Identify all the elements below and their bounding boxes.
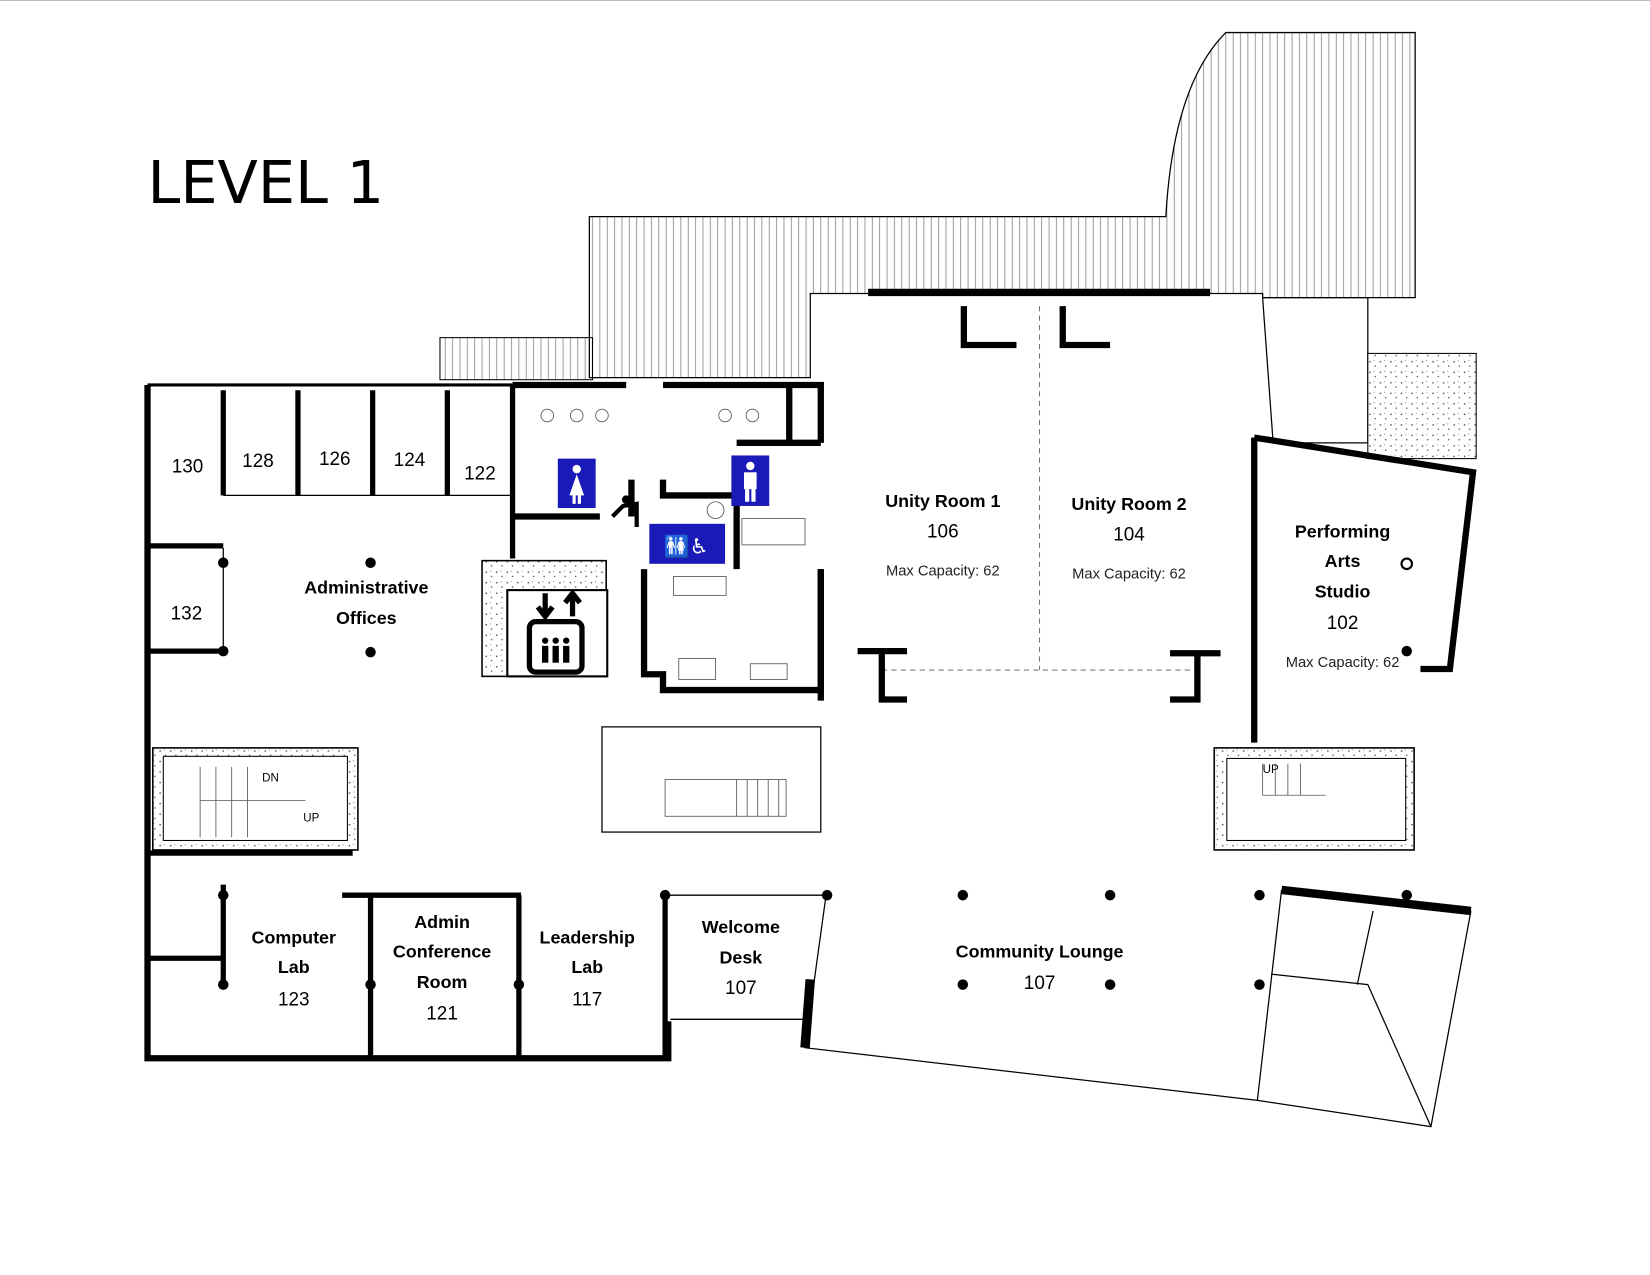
svg-text:🚻♿: 🚻♿ xyxy=(664,533,709,558)
room-126[interactable]: 126 xyxy=(319,449,351,470)
room-124[interactable]: 124 xyxy=(394,450,426,471)
room-admin-conference[interactable]: Admin Conference Room 121 xyxy=(393,912,491,1025)
womens-restroom-icon xyxy=(557,458,596,509)
room-capacity: Max Capacity: 62 xyxy=(1072,567,1186,583)
room-community-lounge[interactable]: Community Lounge 107 xyxy=(956,941,1124,994)
room-name: Lab xyxy=(571,957,603,977)
room-name: Admin xyxy=(414,912,470,932)
room-number: 126 xyxy=(319,449,351,470)
elevator-icon xyxy=(526,588,585,675)
room-name: Conference xyxy=(393,941,491,961)
room-name: Community Lounge xyxy=(956,941,1124,961)
room-unity-1[interactable]: Unity Room 1 106 Max Capacity: 62 xyxy=(885,491,1000,579)
room-name: Computer xyxy=(252,928,336,948)
room-name: Leadership xyxy=(540,928,635,948)
room-name: Desk xyxy=(719,948,762,968)
exterior-deck xyxy=(588,31,1416,379)
room-132[interactable]: 132 xyxy=(171,604,203,625)
room-welcome-desk[interactable]: Welcome Desk 107 xyxy=(702,917,780,999)
room-name: Studio xyxy=(1315,581,1371,601)
room-name: Unity Room 1 xyxy=(885,491,1000,511)
room-number: 104 xyxy=(1113,525,1145,546)
room-number: 117 xyxy=(572,990,602,1011)
room-name: Performing xyxy=(1295,522,1390,542)
room-name: Room xyxy=(417,972,468,992)
room-130[interactable]: 130 xyxy=(172,456,204,477)
room-number: 107 xyxy=(1024,973,1056,994)
family-accessible-restroom-icon: 🚻♿ xyxy=(649,523,726,564)
room-number: 102 xyxy=(1327,613,1359,634)
room-administrative-offices[interactable]: Administrative Offices xyxy=(304,577,428,628)
planter xyxy=(1367,352,1477,460)
stair-up-label-east: UP xyxy=(1263,764,1279,776)
room-capacity: Max Capacity: 62 xyxy=(1286,655,1400,671)
room-number: 132 xyxy=(171,604,203,625)
room-number: 124 xyxy=(394,450,426,471)
room-name: Welcome xyxy=(702,917,780,937)
stair-up-label: UP xyxy=(303,813,319,825)
stair-dn-label: DN xyxy=(262,773,279,785)
room-leadership-lab[interactable]: Leadership Lab 117 xyxy=(540,928,635,1011)
room-number: 122 xyxy=(464,464,496,485)
room-performing-arts-studio[interactable]: Performing Arts Studio 102 Max Capacity:… xyxy=(1286,522,1400,671)
room-number: 128 xyxy=(242,451,274,472)
room-number: 106 xyxy=(927,522,959,543)
room-name: Lab xyxy=(278,957,310,977)
room-name: Offices xyxy=(336,608,397,628)
mens-restroom-icon xyxy=(731,455,770,506)
room-name: Administrative xyxy=(304,577,428,597)
room-capacity: Max Capacity: 62 xyxy=(886,563,1000,579)
room-name: Arts xyxy=(1325,551,1361,571)
room-number: 123 xyxy=(278,990,310,1011)
structural-columns xyxy=(218,557,1413,990)
room-128[interactable]: 128 xyxy=(242,451,274,472)
room-122[interactable]: 122 xyxy=(464,464,496,485)
water-fountain-icon xyxy=(611,495,639,527)
room-number: 107 xyxy=(725,978,757,999)
room-number: 130 xyxy=(172,456,204,477)
level-title: LEVEL 1 xyxy=(148,148,385,217)
room-unity-2[interactable]: Unity Room 2 104 Max Capacity: 62 xyxy=(1071,494,1186,582)
entry-steps xyxy=(439,337,594,381)
deck-steps xyxy=(1261,297,1369,444)
room-computer-lab[interactable]: Computer Lab 123 xyxy=(252,928,336,1011)
room-name: Unity Room 2 xyxy=(1071,494,1186,514)
room-number: 121 xyxy=(426,1003,458,1024)
